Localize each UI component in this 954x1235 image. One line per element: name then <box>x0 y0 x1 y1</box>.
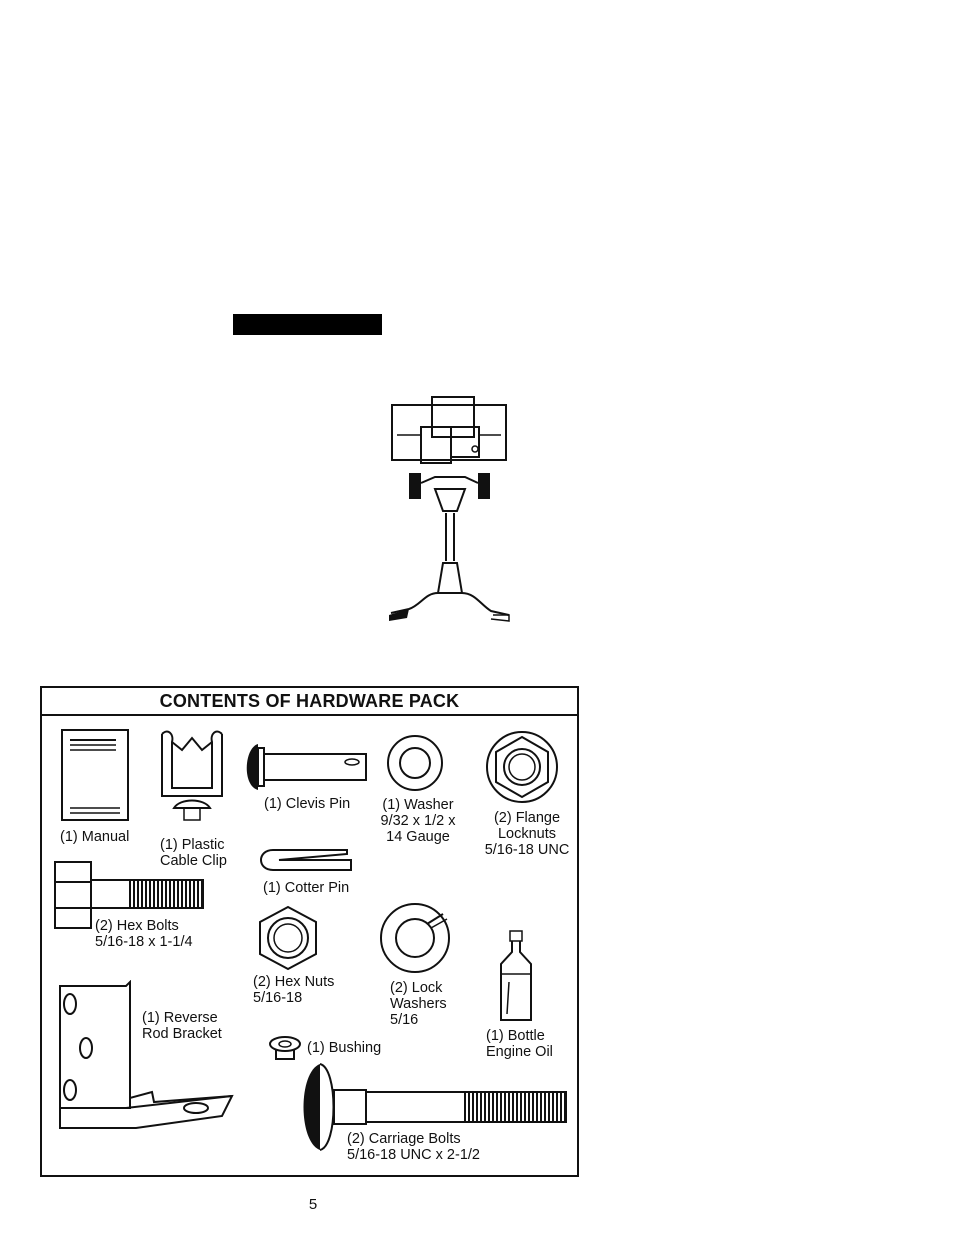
washer-icon <box>387 735 443 791</box>
cotter-pin-icon <box>260 849 352 871</box>
reverse-rod-bracket-label: (1) Reverse Rod Bracket <box>142 1010 222 1042</box>
hex-bolt-icon <box>54 861 204 929</box>
flange-locknut-icon <box>486 731 558 803</box>
lock-washer-icon <box>380 903 450 973</box>
reverse-rod-bracket-icon <box>59 980 234 1129</box>
cable-clip-label: (1) Plastic Cable Clip <box>160 837 227 869</box>
page-number: 5 <box>308 1196 318 1213</box>
lock-washers-label: (2) Lock Washers 5/16 <box>390 980 447 1028</box>
hex-bolts-label: (2) Hex Bolts 5/16-18 x 1-1/4 <box>95 918 193 950</box>
bushing-label: (1) Bushing <box>307 1040 382 1056</box>
manual-label: (1) Manual <box>60 829 130 845</box>
tiller-illustration <box>389 396 510 622</box>
clevis-pin-label: (1) Clevis Pin <box>264 796 351 812</box>
hex-nuts-label: (2) Hex Nuts 5/16-18 <box>253 974 335 1006</box>
washer-label: (1) Washer 9/32 x 1/2 x 14 Gauge <box>380 797 456 845</box>
bushing-icon <box>269 1036 301 1060</box>
redaction-bar <box>233 314 382 335</box>
hardware-pack-title: CONTENTS OF HARDWARE PACK <box>42 688 577 716</box>
cotter-pin-label: (1) Cotter Pin <box>263 880 350 896</box>
hex-nut-icon <box>259 905 317 971</box>
carriage-bolts-label: (2) Carriage Bolts 5/16-18 UNC x 2-1/2 <box>347 1131 480 1163</box>
oil-bottle-icon <box>500 930 532 1021</box>
cable-clip-icon <box>161 730 223 821</box>
clevis-pin-icon <box>246 744 367 790</box>
hardware-pack-box <box>40 686 579 1177</box>
engine-oil-label: (1) Bottle Engine Oil <box>486 1028 553 1060</box>
manual-icon <box>61 729 129 821</box>
carriage-bolt-icon <box>303 1063 567 1151</box>
flange-locknuts-label: (2) Flange Locknuts 5/16-18 UNC <box>484 810 570 858</box>
